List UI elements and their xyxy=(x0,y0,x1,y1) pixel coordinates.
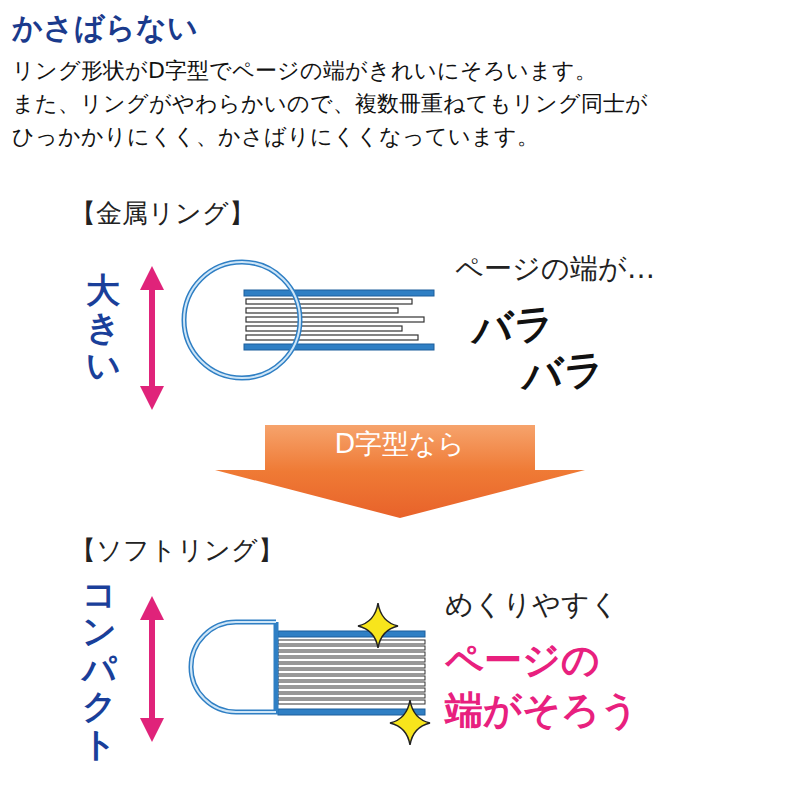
cover xyxy=(278,709,425,715)
body-text: ひっかかりにくく、かさばりにくくなっています。 xyxy=(12,124,539,150)
highlight-text: 端がそろう xyxy=(445,688,639,734)
cover xyxy=(244,290,434,296)
page-strip xyxy=(278,664,425,668)
page-strip xyxy=(278,658,425,662)
direction-arrow: D字型なら xyxy=(215,420,585,520)
soft-ring-highlight xyxy=(191,622,276,712)
page-strip xyxy=(278,676,425,680)
page-strip xyxy=(246,326,402,331)
sparkle xyxy=(358,603,398,648)
page-strip xyxy=(278,688,425,692)
page-strip xyxy=(246,299,412,304)
metal-ring-pages xyxy=(244,290,434,350)
page-strip xyxy=(278,652,425,656)
soft-ring xyxy=(191,622,276,712)
page-strip xyxy=(246,335,418,340)
page-strip xyxy=(278,700,425,704)
size-arrow xyxy=(149,278,155,398)
size-arrow xyxy=(149,608,155,730)
sparkle xyxy=(390,700,430,745)
highlight-text: ページの xyxy=(445,638,600,684)
metal-ring xyxy=(184,262,300,378)
cover xyxy=(278,631,425,637)
page-strip xyxy=(246,317,424,322)
page-strip xyxy=(246,308,398,313)
body-text: また、リングがやわらかいので、複数冊重ねてもリング同士が xyxy=(12,91,648,117)
note: ページの端が… xyxy=(455,252,655,286)
size-label: 大きい xyxy=(86,272,120,384)
arrow-body xyxy=(215,425,585,518)
body-text: リング形状がD字型でページの端がきれいにそろいます。 xyxy=(12,58,597,84)
arrow-label: D字型なら xyxy=(215,428,585,460)
section-label: 【ソフトリング】 xyxy=(70,535,284,566)
note: めくりやすく xyxy=(445,588,619,622)
page-strip xyxy=(278,646,425,650)
size-label: コンパクト xyxy=(82,576,116,763)
effect-word: バラ xyxy=(471,297,554,354)
metal-ring-highlight xyxy=(184,262,300,378)
page-strip xyxy=(278,682,425,686)
heading: かさばらない xyxy=(12,10,198,46)
effect-word: バラ xyxy=(521,343,604,400)
page-strip xyxy=(278,670,425,674)
page-strip xyxy=(278,694,425,698)
cover xyxy=(244,344,434,350)
page-strip xyxy=(278,640,425,644)
section-label: 【金属リング】 xyxy=(70,198,255,229)
soft-ring-pages xyxy=(278,631,425,715)
